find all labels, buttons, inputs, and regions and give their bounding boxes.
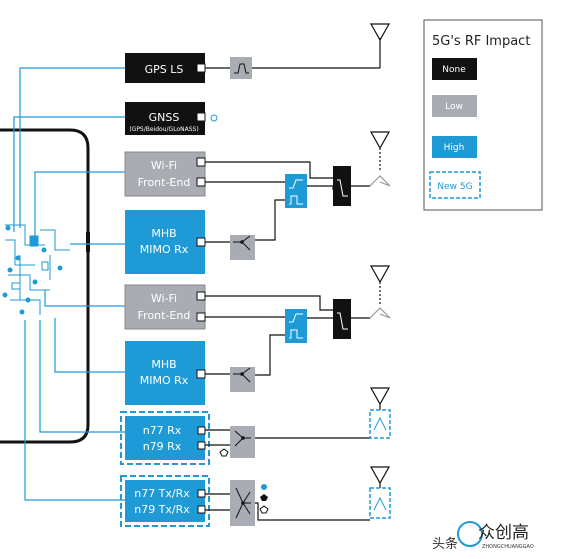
mhb1-line2: MIMO Rx	[140, 243, 189, 256]
mhb2-line1: MHB	[151, 358, 176, 371]
legend-low-label: Low	[445, 102, 463, 112]
watermark-brand: 众创高	[478, 523, 529, 543]
legend-item-low: Low	[432, 95, 477, 117]
gnss-label: GNSS	[149, 111, 180, 124]
legend-item-none: None	[432, 58, 477, 80]
mhb1-line1: MHB	[151, 227, 176, 240]
wifi2-routing	[205, 295, 333, 376]
antenna-icon	[369, 23, 391, 42]
wifi1-filter	[285, 174, 307, 208]
watermark-sub: ZHONGCHUANGGAO	[482, 544, 534, 550]
n77tx-line1: n77 Tx/Rx	[134, 487, 190, 500]
gps-label: GPS LS	[145, 63, 184, 76]
n77rx-switch	[219, 426, 370, 458]
mhb-mimo-rx-1: MHB MIMO Rx	[125, 210, 230, 274]
n77rx-line1: n77 Rx	[143, 424, 182, 437]
wifi2-line2: Front-End	[138, 309, 191, 322]
watermark: 头条 众创高 ZHONGCHUANGGAO	[432, 521, 534, 552]
gps-filter	[205, 38, 381, 79]
wifi1-line2: Front-End	[138, 176, 191, 189]
n77rx-antenna	[369, 387, 391, 439]
legend-new5g-label: New 5G	[437, 182, 472, 192]
legend: 5G's RF Impact None Low High New 5G	[423, 19, 543, 211]
n77tx-switch	[230, 480, 370, 526]
wifi2-diplexer	[333, 299, 370, 339]
n77tx-line2: n79 Tx/Rx	[134, 503, 190, 516]
mhb2-line2: MIMO Rx	[140, 374, 189, 387]
phone-outline	[0, 128, 90, 444]
gnss-block: GNSS (GPS/Beidou/GLoNASS)	[125, 102, 218, 135]
n77tx-antenna	[369, 466, 391, 519]
circuit-pattern	[2, 224, 70, 315]
n77rx-line2: n79 Rx	[143, 440, 182, 453]
wifi1-line1: Wi-Fi	[151, 159, 177, 172]
wifi2-filter	[285, 309, 307, 343]
gps-block: GPS LS	[125, 53, 206, 83]
mhb1-switch	[230, 235, 255, 260]
legend-title: 5G's RF Impact	[432, 34, 530, 49]
wifi2-antenna	[369, 265, 391, 319]
wifi1-antenna	[369, 131, 391, 187]
n77-n79-rx-block: n77 Rx n79 Rx	[120, 411, 230, 465]
wifi-frontend-1: Wi-Fi Front-End	[124, 151, 206, 197]
mhb2-switch	[230, 367, 255, 392]
wifi1-diplexer	[333, 166, 370, 206]
wifi-frontend-2: Wi-Fi Front-End	[124, 284, 206, 330]
mhb-mimo-rx-2: MHB MIMO Rx	[125, 341, 230, 405]
legend-item-new5g: New 5G	[429, 171, 481, 199]
watermark-prefix: 头条	[432, 536, 458, 552]
bus-lines	[13, 67, 125, 501]
gnss-sub: (GPS/Beidou/GLoNASS)	[129, 126, 198, 133]
n77-n79-txrx-block: n77 Tx/Rx n79 Tx/Rx	[120, 475, 230, 527]
wifi2-line1: Wi-Fi	[151, 292, 177, 305]
legend-none-label: None	[442, 65, 466, 75]
wifi1-routing	[205, 161, 334, 241]
legend-high-label: High	[444, 143, 465, 153]
legend-item-high: High	[432, 136, 477, 158]
